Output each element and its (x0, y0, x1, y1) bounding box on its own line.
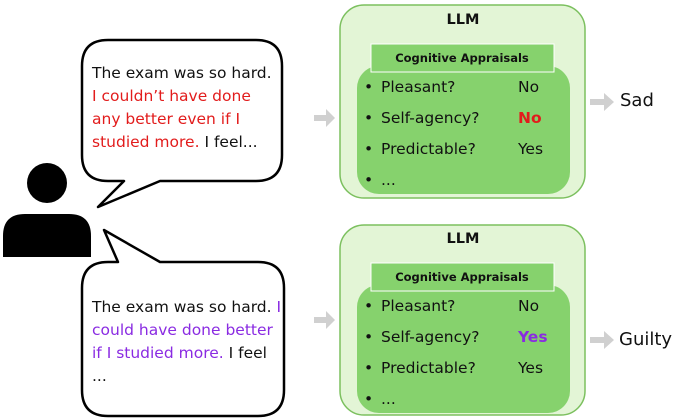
utterance-2-highlight: I could have done better if I studied mo… (92, 298, 282, 362)
appraisal-row-self-agency-2: • Self-agency? Yes (364, 326, 564, 348)
llm-title-2: LLM (446, 231, 480, 247)
arrow-to-emotion-2 (590, 331, 614, 349)
utterance-1-end: I feel... (204, 133, 258, 151)
utterance-2-plain: The exam was so hard. (92, 298, 272, 316)
arrow-to-llm-2 (314, 311, 335, 329)
bullet: • (364, 297, 374, 315)
utterance-1-highlight: I couldn’t have done any better even if … (92, 87, 251, 151)
bullet: • (364, 171, 374, 189)
bullet: • (364, 109, 374, 127)
appraisals-panel-2 (357, 285, 570, 413)
user-icon (3, 163, 91, 257)
appraisals-title-2: Cognitive Appraisals (395, 270, 529, 284)
bullet: • (364, 140, 374, 158)
speech-bubble-2 (80, 228, 286, 418)
bullet: • (364, 328, 374, 346)
llm-title-1: LLM (446, 12, 480, 28)
utterance-1: The exam was so hard. I couldn’t have do… (92, 62, 280, 154)
emotion-output-2: Guilty (619, 329, 673, 350)
bullet: • (364, 390, 374, 408)
appraisal-row-more-1: • ... (364, 169, 564, 191)
appraisal-answer: Yes (518, 359, 544, 377)
appraisal-question: Pleasant? (381, 78, 456, 96)
appraisal-answer: No (518, 297, 540, 315)
bullet: • (364, 78, 374, 96)
arrow-to-llm-1 (314, 109, 335, 127)
appraisals-panel-1 (357, 66, 570, 194)
appraisal-row-predictable-1: • Predictable? Yes (364, 138, 564, 160)
utterance-2: The exam was so hard. I could have done … (92, 296, 282, 388)
appraisal-question: Predictable? (381, 359, 476, 377)
appraisal-question: ... (381, 171, 396, 189)
appraisal-question: Pleasant? (381, 297, 456, 315)
utterance-1-plain: The exam was so hard. (92, 64, 272, 82)
appraisal-question: Self-agency? (381, 109, 480, 127)
appraisal-row-self-agency-1: • Self-agency? No (364, 107, 564, 129)
appraisal-question: Self-agency? (381, 328, 480, 346)
appraisals-header-bg-2 (370, 262, 555, 292)
appraisal-answer: No (518, 78, 540, 96)
appraisal-question: ... (381, 390, 396, 408)
appraisals-header-bg-1 (370, 43, 555, 73)
appraisals-title-1: Cognitive Appraisals (395, 51, 529, 65)
emotion-output-1: Sad (620, 90, 654, 111)
appraisal-row-pleasant-1: • Pleasant? No (364, 76, 564, 98)
bullet: • (364, 359, 374, 377)
appraisal-row-more-2: • ... (364, 388, 564, 410)
utterance-2-end: I feel ... (92, 344, 267, 385)
arrow-to-emotion-1 (590, 93, 614, 111)
appraisal-row-predictable-2: • Predictable? Yes (364, 357, 564, 379)
appraisal-question: Predictable? (381, 140, 476, 158)
appraisal-row-pleasant-2: • Pleasant? No (364, 295, 564, 317)
speech-bubble-1 (80, 38, 284, 209)
appraisal-answer: Yes (518, 328, 548, 346)
appraisal-answer: No (518, 109, 542, 127)
appraisal-answer: Yes (518, 140, 544, 158)
